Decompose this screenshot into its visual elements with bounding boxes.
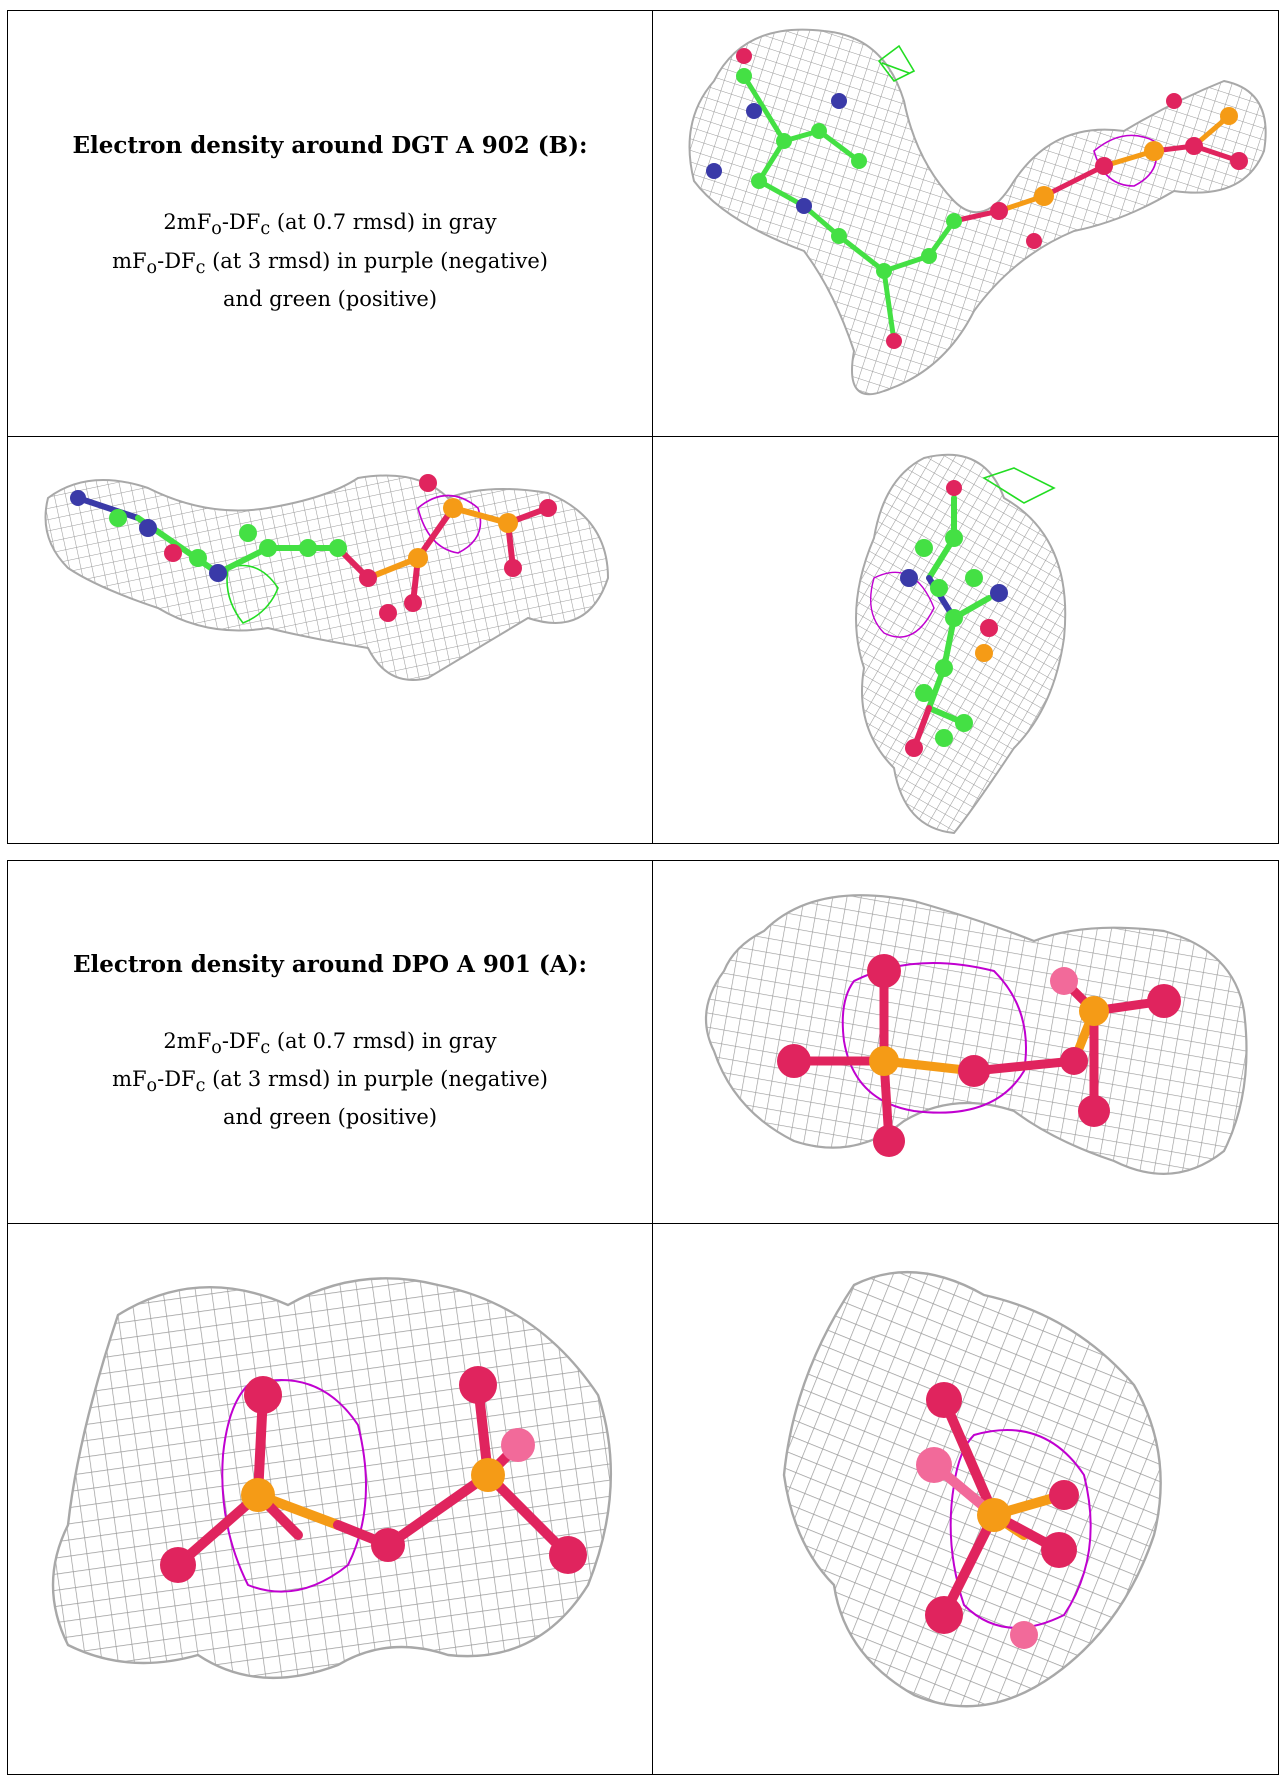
density-image-dgt-3 [654,438,1279,843]
caption-cell: Electron density around DGT A 902 (B): 2… [8,11,652,436]
density-image-dgt-2 [8,438,652,843]
density-image-dpo-2 [8,1225,652,1774]
caption-line-3: and green (positive) [222,1105,438,1130]
density-mesh [688,28,1267,396]
caption-cell: Electron density around DPO A 901 (A): 2… [8,861,652,1223]
panel-divider-horizontal [8,1223,1278,1224]
panel-heading: Electron density around DPO A 901 (A): [73,950,587,978]
positive-density-mesh [877,44,916,83]
density-mesh [855,453,1067,835]
negative-density-mesh [221,1379,367,1593]
panel-divider-vertical [652,861,653,1774]
panel-divider-horizontal [8,436,1278,437]
density-image-dpo-1 [654,861,1279,1223]
positive-density-mesh [982,467,1056,504]
density-mesh [44,474,610,681]
panel-divider-vertical [652,11,653,843]
positive-density-mesh [226,564,279,624]
caption-line-2: mFo-DFc (at 3 rmsd) in purple (negative) [112,248,548,278]
caption-line-2: mFo-DFc (at 3 rmsd) in purple (negative) [112,1067,548,1097]
negative-density-mesh [841,962,1027,1114]
caption-line-1: 2mFo-DFc (at 0.7 rmsd) in gray [163,1028,497,1058]
panel-dpo: Electron density around DPO A 901 (A): 2… [7,860,1279,1775]
density-image-dgt-1 [654,11,1279,436]
density-mesh [51,1277,612,1679]
caption-line-3: and green (positive) [222,286,438,311]
density-mesh [782,1270,1162,1708]
panel-dgt: Electron density around DGT A 902 (B): 2… [7,10,1279,844]
negative-density-mesh [1093,134,1158,187]
panel-heading: Electron density around DGT A 902 (B): [72,132,588,160]
caption-line-1: 2mFo-DFc (at 0.7 rmsd) in gray [163,210,497,240]
caption-text: 2mFo-DFc (at 0.7 rmsd) in gray mFo-DFc (… [112,1026,548,1133]
density-mesh [704,894,1248,1175]
density-image-dpo-3 [654,1225,1279,1774]
caption-text: 2mFo-DFc (at 0.7 rmsd) in gray mFo-DFc (… [112,207,548,314]
